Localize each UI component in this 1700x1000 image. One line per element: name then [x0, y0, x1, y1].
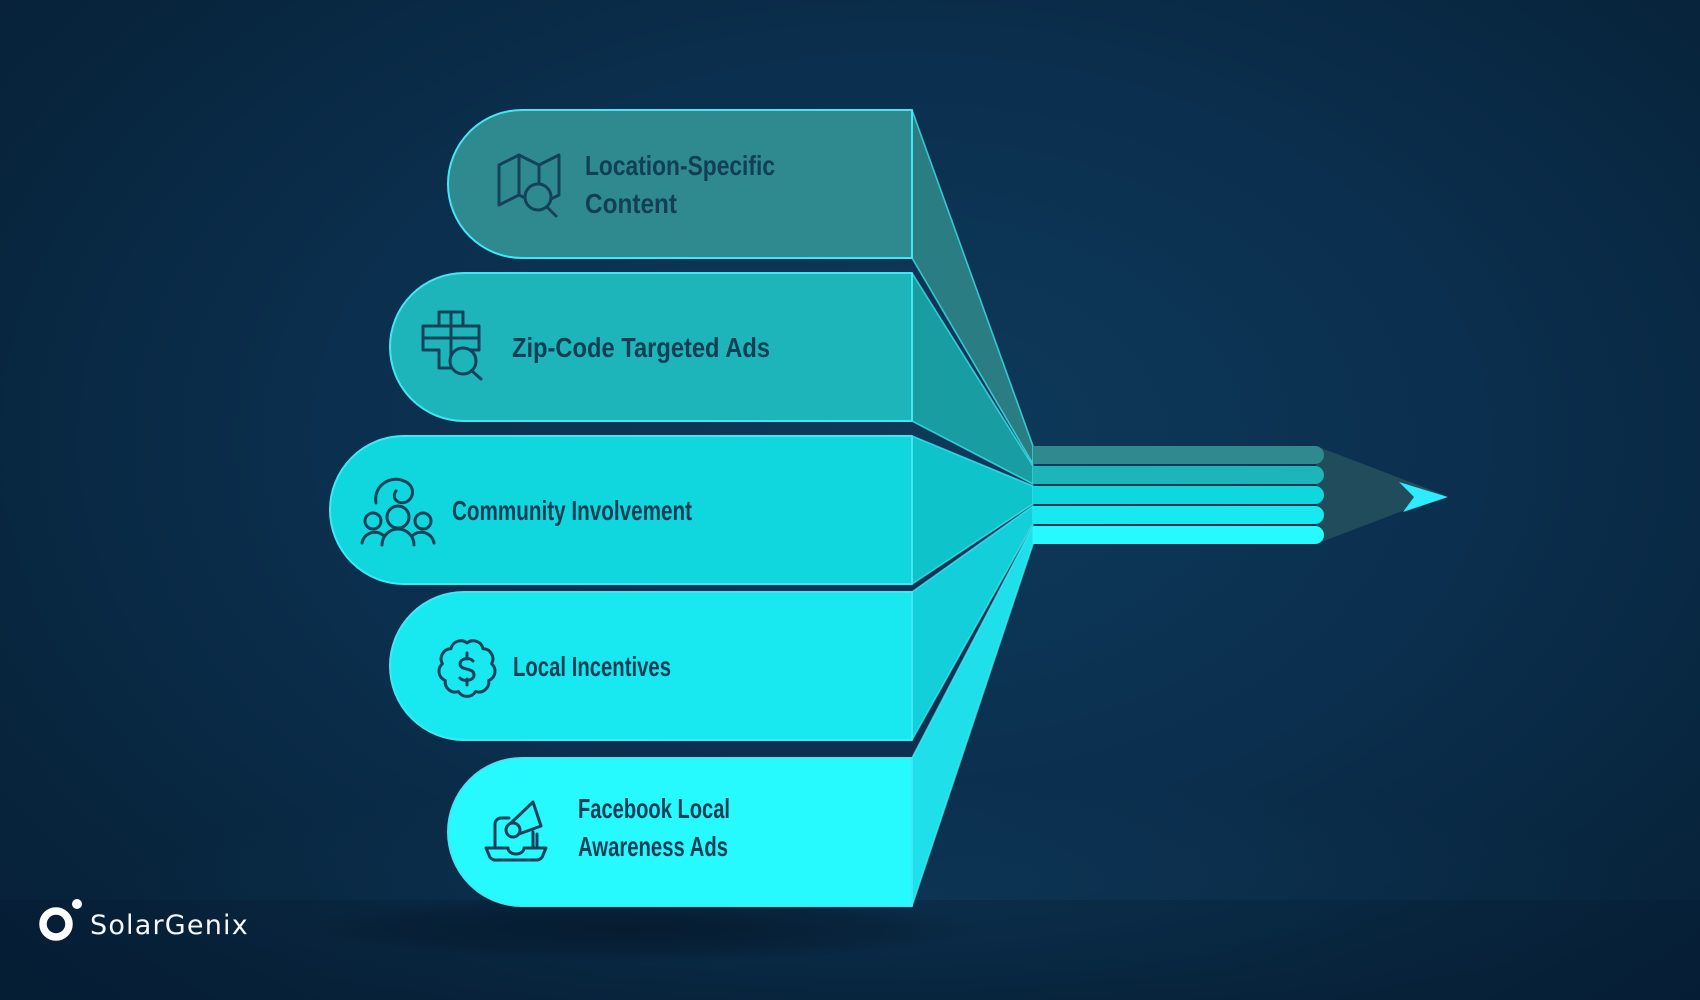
banner-body — [447, 109, 913, 259]
pencil-stripe-2 — [1033, 466, 1324, 484]
banner-location-specific-content: Location-Specific Content — [447, 109, 913, 259]
banner-body — [447, 757, 913, 907]
pencil-stripe-3 — [1033, 486, 1324, 504]
pencil-lead-tip — [1399, 482, 1448, 512]
badge-dollar-icon — [437, 639, 497, 698]
logo-dot — [72, 899, 82, 909]
map-search-icon — [497, 153, 561, 218]
banner-community-involvement: Community Involvement — [329, 435, 913, 585]
badge-seal-path — [437, 639, 497, 698]
banner-body — [389, 591, 913, 741]
pencil-wood-cone — [1316, 446, 1444, 544]
brand-name: SolarGenix — [90, 910, 249, 941]
zip-code-search-icon — [421, 310, 483, 381]
banner-zip-code-targeted-ads: Zip-Code Targeted Ads — [389, 272, 913, 422]
pencil-stripe-1 — [1033, 446, 1324, 464]
laptop-megaphone-icon — [484, 800, 548, 862]
banner-local-incentives: Local Incentives — [389, 591, 913, 741]
banner-body — [389, 272, 913, 422]
pencil-stripe-5 — [1033, 526, 1324, 544]
ribbon-shadow — [300, 894, 980, 962]
banner-title: Zip-Code Targeted Ads — [512, 332, 770, 363]
banner-title: Location-Specific Content — [585, 150, 783, 219]
pencil-arrow — [1033, 446, 1448, 544]
community-icon — [360, 477, 436, 547]
banner-body — [329, 435, 913, 585]
solargenix-logo: SolarGenix — [39, 899, 249, 941]
logo-ring — [39, 907, 73, 941]
banner-title: Community Involvement — [452, 495, 692, 526]
banner-title: Local Incentives — [513, 651, 671, 682]
banner-facebook-local-awareness-ads: Facebook Local Awareness Ads — [447, 757, 913, 907]
pencil-stripe-4 — [1033, 506, 1324, 524]
banner-title: Facebook Local Awareness Ads — [578, 793, 738, 862]
